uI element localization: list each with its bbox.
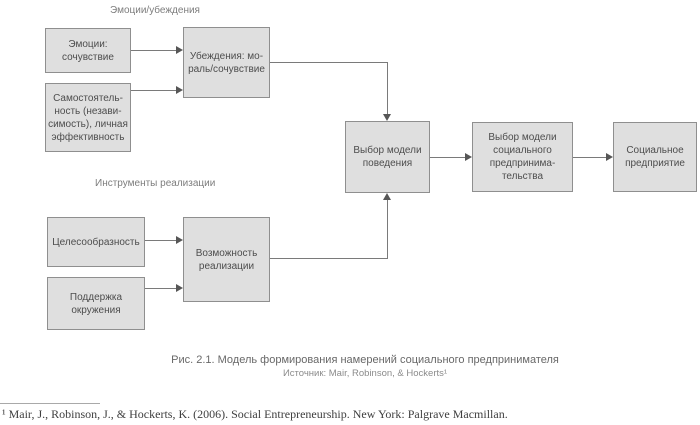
node-autonomy-label: Самостоятель- ность (незави- симость), л… [48, 92, 128, 143]
node-beliefs: Убеждения: мо- раль/сочувствие [183, 27, 270, 98]
node-support-label: Поддержка окружения [69, 291, 123, 316]
arrow-shaft [131, 90, 176, 91]
section-label-emotions-beliefs: Эмоции/убеждения [110, 5, 200, 16]
arrow-shaft [270, 258, 388, 259]
node-feasibility-label: Целесообразность [52, 236, 140, 248]
arrowhead-down-icon [383, 114, 391, 121]
node-support: Поддержка окружения [47, 277, 145, 330]
node-beliefs-label: Убеждения: мо- раль/сочувствие [188, 50, 265, 75]
node-opportunity: Возможность реализации [183, 217, 270, 302]
node-enterprise-label: Социальное предприятие [625, 145, 685, 169]
node-feasibility: Целесообразность [47, 217, 145, 267]
node-opportunity-label: Возможность реализации [195, 247, 258, 272]
arrowhead-up-icon [383, 193, 391, 200]
arrow-shaft [145, 288, 176, 289]
node-autonomy: Самостоятель- ность (незави- симость), л… [45, 83, 131, 152]
figure-caption-source: Источник: Mair, Robinson, & Hockerts¹ [282, 368, 448, 379]
node-emotions: Эмоции: сочувствие [45, 28, 131, 73]
arrow-shaft [145, 240, 176, 241]
node-se-model: Выбор модели социального предпринима- те… [472, 122, 573, 192]
arrow-shaft [131, 50, 176, 51]
figure-caption: Рис. 2.1. Модель формирования намерений … [30, 353, 700, 380]
node-enterprise: Социальное предприятие [613, 122, 697, 192]
footnote-text: ¹ Mair, J., Robinson, J., & Hockerts, K.… [2, 407, 508, 421]
arrowhead-right-icon [606, 153, 613, 161]
arrow-shaft [270, 62, 388, 63]
arrow-shaft [387, 200, 388, 258]
node-emotions-label: Эмоции: сочувствие [62, 38, 114, 63]
section-label-implementation-tools: Инструменты реализации [95, 178, 216, 189]
figure-caption-title: Рис. 2.1. Модель формирования намерений … [171, 354, 559, 366]
arrowhead-right-icon [176, 236, 183, 244]
arrow-shaft [387, 62, 388, 115]
arrowhead-right-icon [465, 153, 472, 161]
arrowhead-right-icon [176, 86, 183, 94]
node-behavior-model: Выбор модели поведения [345, 121, 430, 193]
arrow-shaft [430, 157, 465, 158]
footnote-separator [0, 403, 100, 404]
node-se-model-label: Выбор модели социального предпринима- те… [488, 132, 557, 182]
arrow-shaft [573, 157, 606, 158]
arrowhead-right-icon [176, 284, 183, 292]
arrowhead-right-icon [176, 46, 183, 54]
node-behavior-model-label: Выбор модели поведения [353, 145, 422, 169]
